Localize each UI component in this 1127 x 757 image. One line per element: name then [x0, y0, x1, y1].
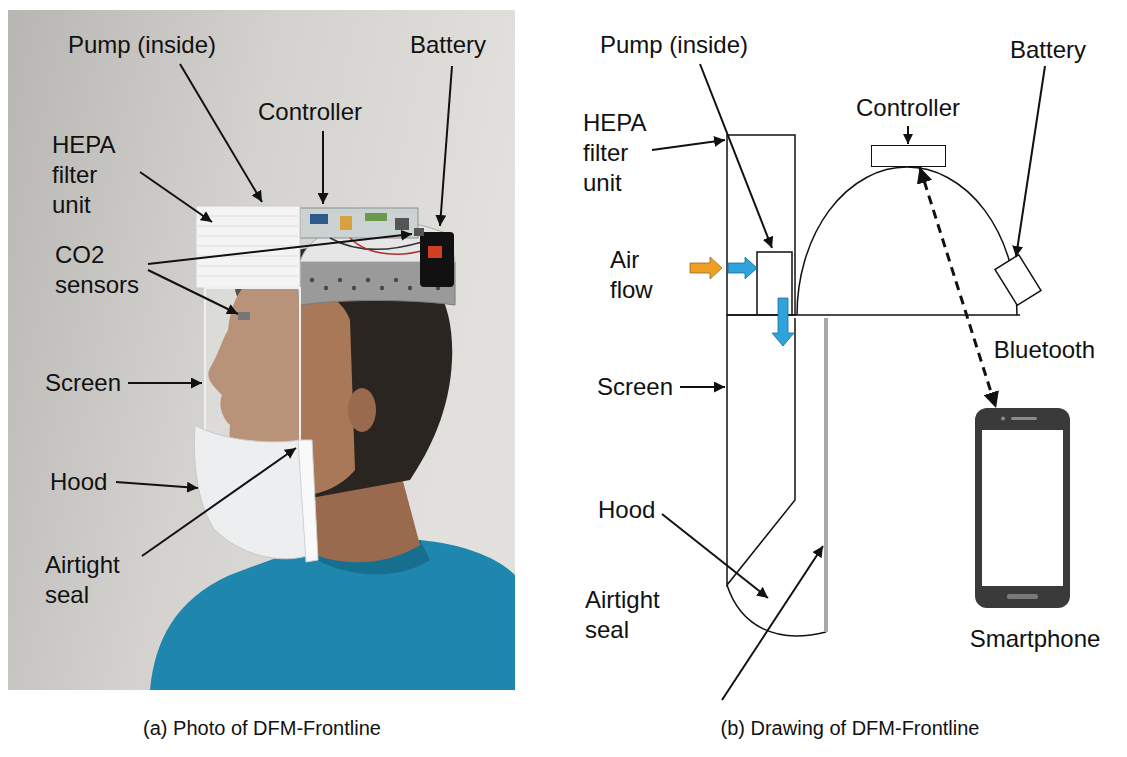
- phone-body: [975, 408, 1070, 608]
- battery-pack: [420, 232, 454, 287]
- airflow-arrow: [690, 257, 722, 279]
- phone-button: [1007, 594, 1038, 599]
- hepa-filter: [196, 206, 300, 288]
- controller-board: [300, 208, 425, 254]
- controller-board: [300, 208, 418, 238]
- person-figure: [348, 388, 376, 432]
- part-label: HEPA filter unit: [583, 108, 673, 198]
- part-label: Controller: [258, 97, 362, 127]
- battery-symbol: [995, 255, 1041, 305]
- device-outline: [727, 585, 826, 636]
- part-label: Screen: [45, 368, 121, 398]
- part-label: Pump (inside): [600, 30, 748, 60]
- subfigure-caption: (a) Photo of DFM-Frontline: [62, 716, 462, 741]
- person-figure: [150, 246, 515, 690]
- leader-arrow: [722, 546, 823, 700]
- leader-arrow: [1016, 66, 1045, 257]
- leader-arrow: [148, 234, 412, 264]
- part-label: Air flow: [610, 245, 670, 305]
- smartphone-node: Smartphone: [955, 408, 1115, 654]
- leader-arrow: [128, 382, 202, 384]
- phone-camera: [1001, 417, 1005, 421]
- helmet: [324, 286, 328, 290]
- device-outline: [727, 314, 1020, 316]
- part-label: HEPA filter unit: [52, 130, 142, 220]
- controller-board: [340, 216, 352, 230]
- link-label: Bluetooth: [992, 335, 1097, 365]
- photo-background: [8, 10, 515, 690]
- part-label: Battery: [410, 30, 486, 60]
- wireless-link: [920, 167, 996, 408]
- hood-cloth: [194, 425, 310, 559]
- controller-board: [395, 218, 409, 230]
- helmet: [394, 278, 398, 282]
- leader-arrow: [322, 131, 324, 204]
- person-figure: [150, 540, 515, 690]
- airtight-seal-line: [826, 318, 827, 632]
- leader-arrow: [140, 172, 212, 222]
- helmet: [338, 278, 342, 282]
- smartphone-icon: [975, 408, 1070, 608]
- subfigure-caption: (b) Drawing of DFM-Frontline: [650, 716, 1050, 741]
- helmet: [366, 278, 370, 282]
- helmet: [408, 286, 412, 290]
- battery-symbol: [995, 255, 1041, 305]
- controller-board: [310, 214, 328, 224]
- phone-screen: [982, 430, 1063, 586]
- device-outline: [727, 135, 795, 315]
- leader-arrow: [680, 386, 725, 388]
- leader-arrow: [440, 66, 452, 226]
- hepa-filter: [198, 216, 298, 276]
- leader-arrow: [700, 64, 772, 248]
- leader-arrow: [148, 270, 238, 314]
- part-label: Screen: [597, 372, 673, 402]
- part-label: Airtight seal: [585, 585, 685, 645]
- airtight-seal-line: [824, 318, 828, 632]
- hood-cloth: [298, 440, 318, 562]
- photo-background: [8, 10, 515, 690]
- helmet: [310, 278, 314, 282]
- leader-arrow: [652, 140, 725, 150]
- battery-pack: [428, 246, 442, 258]
- part-label: Airtight seal: [45, 550, 145, 610]
- part-label: Battery: [1010, 35, 1086, 65]
- airflow-arrow: [690, 257, 794, 346]
- node-label: Controller: [843, 93, 973, 123]
- battery-pack: [420, 232, 454, 287]
- controller-outline: [871, 145, 946, 167]
- helmet: [352, 286, 356, 290]
- controller-board: [330, 238, 422, 249]
- phone-speaker: [1011, 417, 1037, 420]
- device-outline: [727, 315, 795, 585]
- controller-board: [365, 213, 387, 221]
- leader-arrow: [116, 64, 452, 556]
- leader-arrow: [142, 448, 296, 556]
- part-label: Pump (inside): [68, 30, 216, 60]
- leader-arrow: [662, 514, 768, 598]
- leader-arrow: [116, 482, 198, 488]
- controller-box: Controller: [843, 93, 973, 167]
- airflow-arrow: [772, 298, 794, 346]
- part-label: Hood: [50, 467, 107, 497]
- part-label: CO2 sensors: [55, 240, 155, 300]
- hepa-filter: [196, 206, 300, 288]
- node-label: Smartphone: [955, 624, 1115, 654]
- part-label: Hood: [598, 495, 655, 525]
- helmet: [380, 286, 384, 290]
- device-outline: [797, 167, 1017, 315]
- co2-sensor: [414, 228, 424, 236]
- airflow-arrow: [728, 257, 757, 279]
- leader-arrow: [907, 126, 909, 144]
- leader-arrow: [180, 64, 262, 202]
- hood-cloth: [194, 425, 318, 562]
